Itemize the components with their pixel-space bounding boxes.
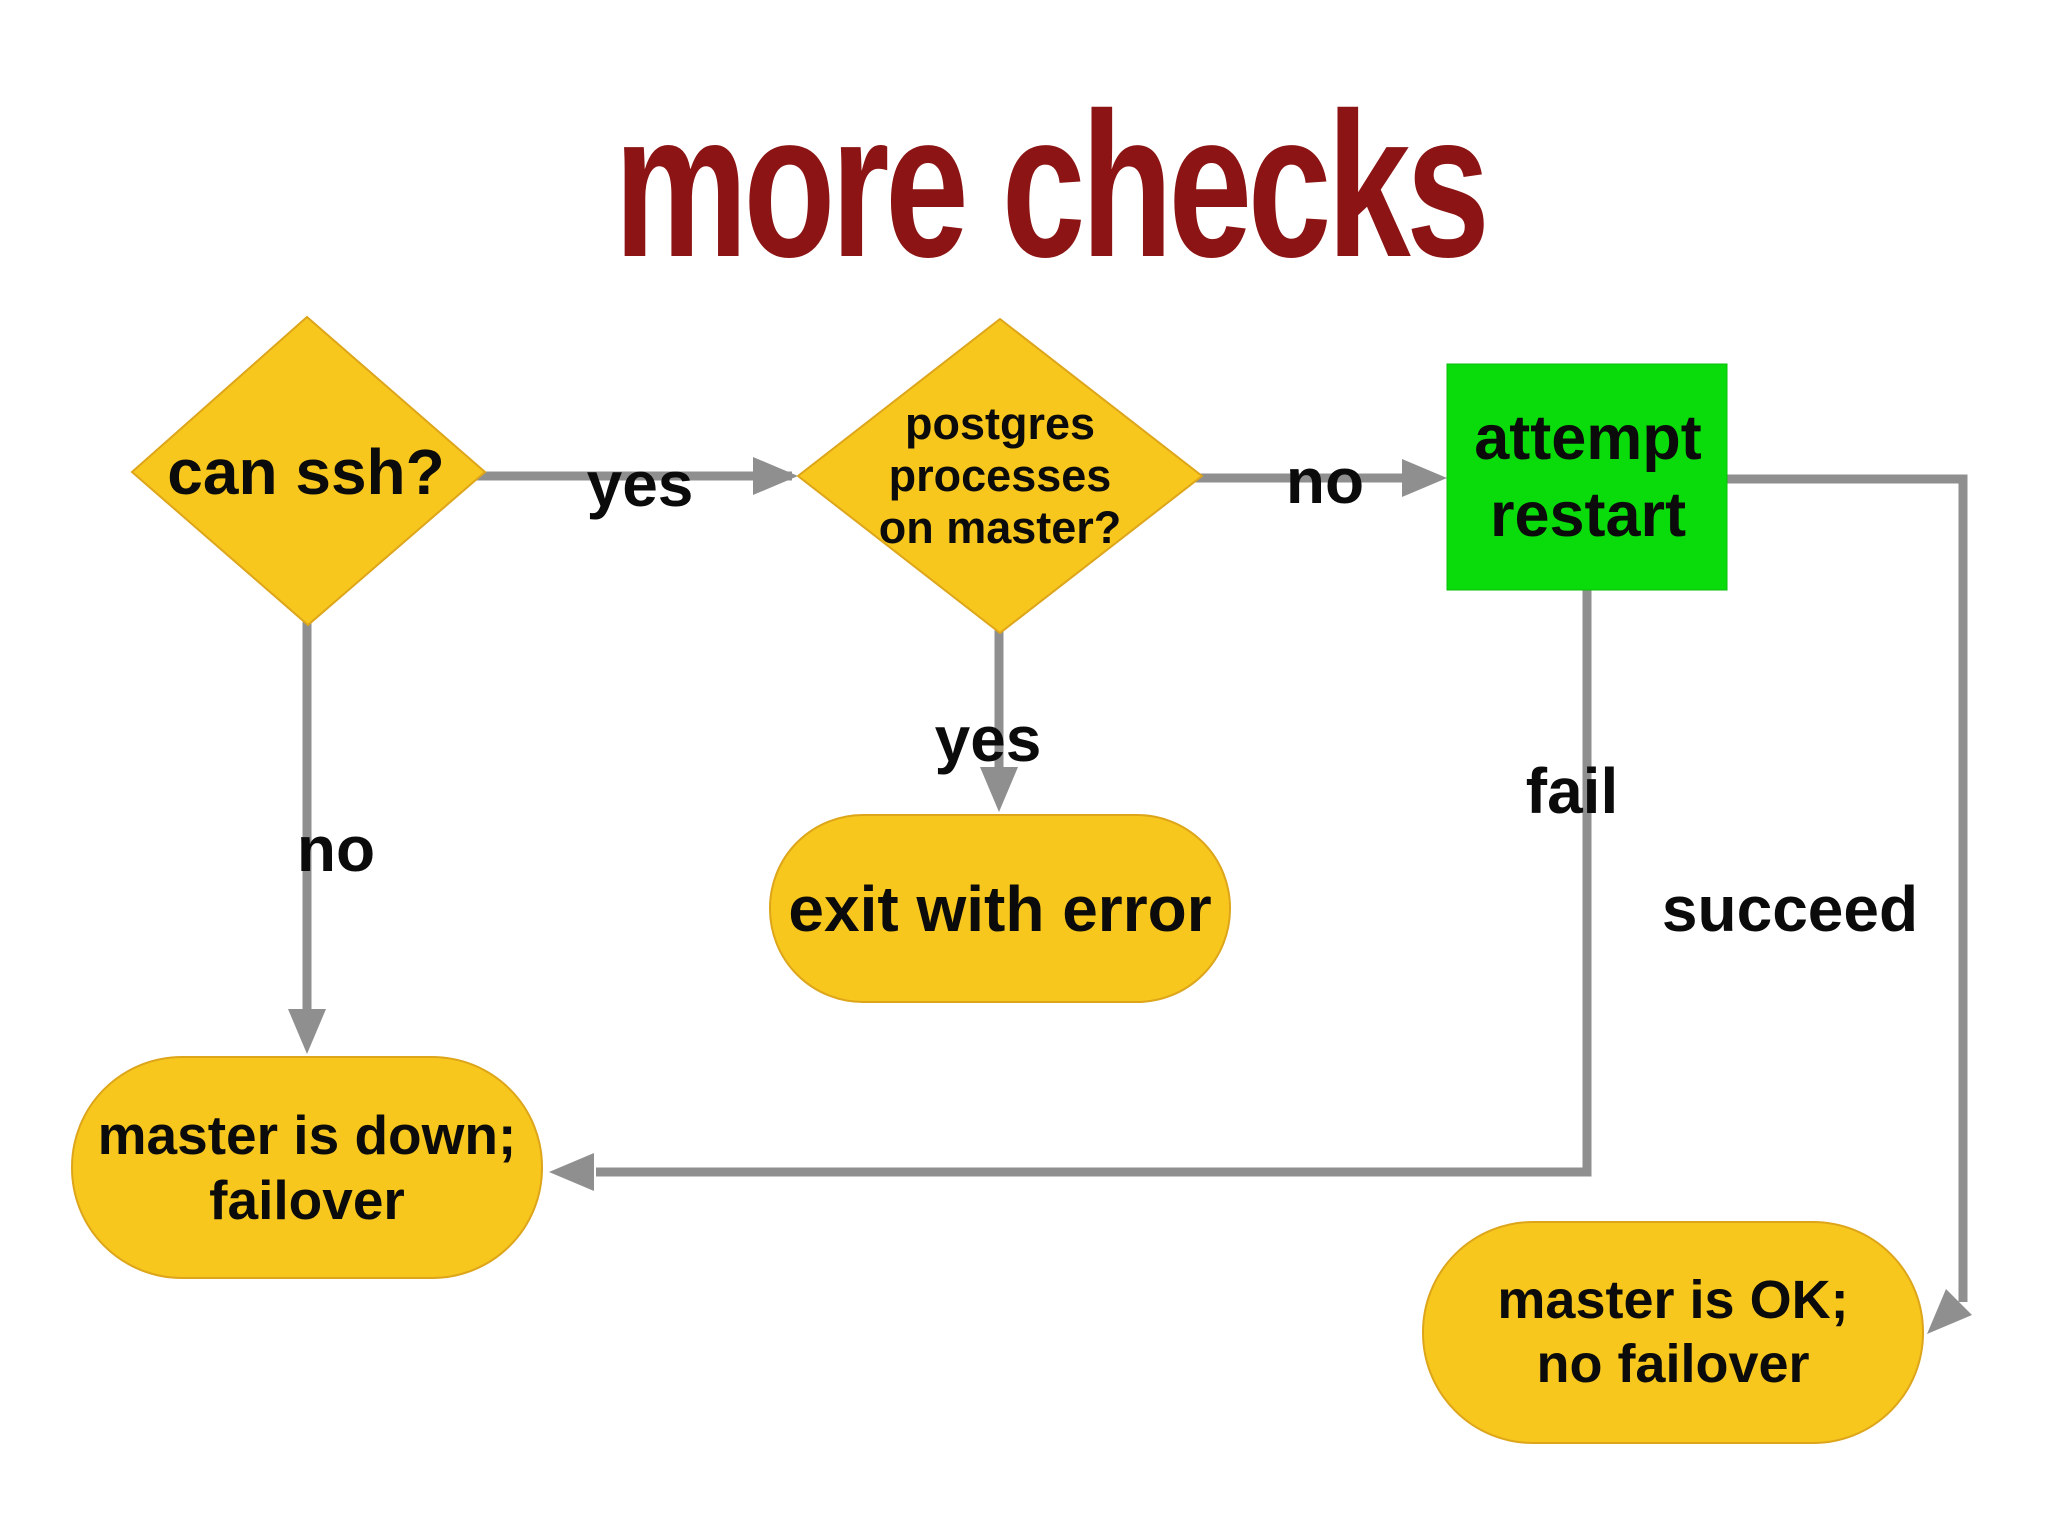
title-container: more checks bbox=[0, 82, 2048, 288]
node-attempt-restart-box bbox=[1446, 363, 1728, 591]
edge-restart-succeed-arrowhead bbox=[1927, 1289, 1972, 1334]
edge-label-postgres-yes: yes bbox=[934, 703, 1042, 775]
edge-label-ssh-yes: yes bbox=[586, 448, 694, 520]
edge-label-restart-fail: fail bbox=[1525, 755, 1619, 827]
edge-label-restart-succeed: succeed bbox=[1661, 873, 1919, 945]
node-exit-with-error-capsule bbox=[769, 814, 1231, 1003]
node-postgres-processes-diamond bbox=[796, 317, 1204, 635]
edge-restart-fail-arrowhead bbox=[549, 1153, 594, 1191]
page-title: more checks bbox=[614, 70, 1490, 300]
edge-ssh-yes-arrowhead bbox=[753, 457, 798, 495]
edge-restart-fail-line bbox=[596, 588, 1592, 1177]
node-can-ssh-diamond bbox=[130, 315, 487, 627]
node-master-down-capsule bbox=[71, 1056, 543, 1279]
node-master-ok-capsule bbox=[1422, 1221, 1924, 1444]
edge-postgres-no-arrowhead bbox=[1402, 459, 1447, 497]
edge-label-postgres-no: no bbox=[1285, 445, 1365, 517]
edge-restart-succeed-line bbox=[1726, 474, 1968, 1302]
edge-label-ssh-no: no bbox=[296, 813, 376, 885]
edge-postgres-yes-arrowhead bbox=[980, 767, 1018, 812]
edge-ssh-no-arrowhead bbox=[288, 1009, 326, 1054]
